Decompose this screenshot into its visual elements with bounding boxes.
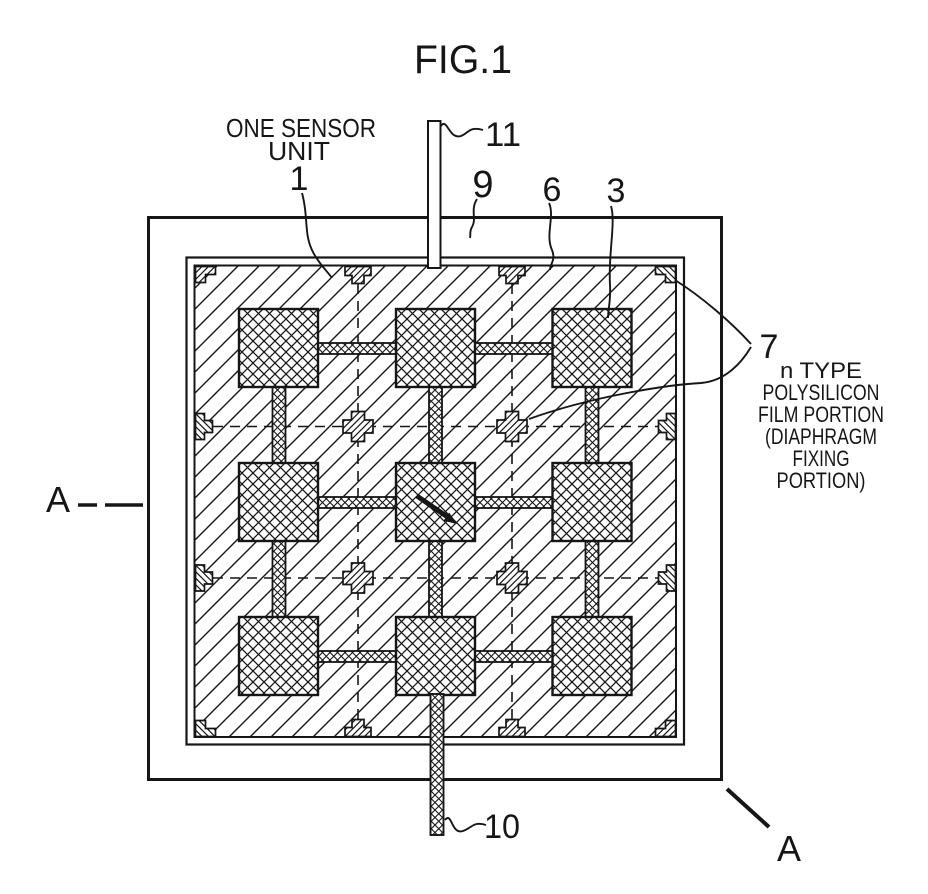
leader-line-ref1 [301,192,333,279]
connector-bar [428,386,443,464]
diaphragm-square [551,615,633,697]
ref-label-11: 11 [485,116,521,154]
ref7-caption-line: n TYPE [780,358,862,383]
connector-bar [271,540,287,618]
ref-label-10: 10 [484,808,520,846]
diaphragm-square [551,307,633,389]
lead-bar-bottom [429,693,445,836]
ref-label-3: 3 [607,172,626,210]
diaphragm-square [394,307,477,389]
connector-bar [474,342,554,355]
diaphragm-square [237,307,320,389]
ref7-caption-line: PORTION) [777,468,866,493]
diaphragm-square [551,461,633,543]
leader-line-ref10 [444,817,487,833]
leader-line-ref9 [469,198,478,239]
ref7-caption-line: (DIAPHRAGM [765,424,877,449]
connector-bar [474,496,554,509]
figure-title: FIG.1 [414,38,512,82]
leader-line-ref11 [440,123,484,138]
diaphragm-squares [237,307,633,697]
leader-line-ref7-lower [528,346,752,420]
ref-label-1: 1 [290,160,309,198]
center-square-pointer [415,493,457,524]
connector-bar [317,496,397,509]
ref-label-7: 7 [760,328,779,366]
connector-bar [317,650,397,663]
leader-line-ref6 [548,202,555,271]
section-label-bottom-right: A [777,828,801,869]
connector-bar [584,386,600,464]
leader-line-ref7-upper [674,279,752,345]
ref7-caption: n TYPE POLYSILICON FILM PORTION (DIAPHRA… [758,358,884,493]
ref-label-6: 6 [543,171,562,209]
leader-lines [301,123,752,833]
leader-line-ref3 [607,205,614,319]
connector-bar [317,342,397,355]
sensor-unit-label-line1: ONE SENSOR [226,113,376,143]
diaphragm-square [237,615,320,697]
section-label-left: A [46,479,70,520]
connector-bar [428,540,443,618]
connector-bar [584,540,600,618]
ref7-caption-line: FILM PORTION [758,402,884,427]
section-line-bottom-right [725,787,771,829]
lead-bar-top [427,120,442,269]
connector-bar [474,650,554,663]
ref-label-9: 9 [472,164,493,206]
diaphragm-square [237,461,320,543]
diaphragm-square [394,461,477,543]
ref7-caption-line: POLYSILICON [763,380,880,405]
connector-bar [271,386,287,464]
sensor-unit-label-line2: UNIT [268,136,330,166]
diaphragm-square [394,615,477,697]
ref7-caption-line: FIXING [793,446,850,471]
